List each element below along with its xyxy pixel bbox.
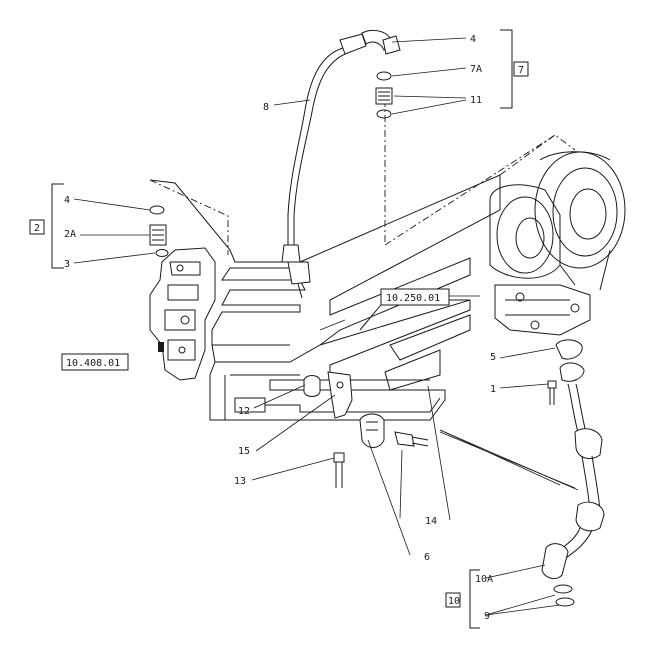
leader-lines xyxy=(73,37,579,616)
ref-box-10408 xyxy=(61,353,129,371)
pump-housing xyxy=(149,247,216,381)
callout-4-left: 4 xyxy=(64,195,70,206)
callout-2a: 2A xyxy=(64,229,76,240)
callout-3: 3 xyxy=(64,259,70,270)
callout-9: 9 xyxy=(484,611,490,622)
group-label-7: 7 xyxy=(518,65,524,76)
callout-15: 15 xyxy=(238,446,250,457)
bolt-1 xyxy=(547,380,557,405)
ref-box-10250 xyxy=(380,288,450,306)
callout-12: 12 xyxy=(238,406,250,417)
callout-5: 5 xyxy=(490,352,496,363)
callout-10a: 10A xyxy=(475,574,493,585)
callout-1: 1 xyxy=(490,384,496,395)
left-fitting-stack xyxy=(149,205,169,257)
reference-10408[interactable]: 10.408.01 xyxy=(66,358,120,369)
group-bracket-10 xyxy=(445,569,480,629)
group-labels: 7 2 10 xyxy=(34,65,524,607)
clamp-bracket xyxy=(303,371,429,488)
callout-14: 14 xyxy=(425,516,437,527)
callout-7a: 7A xyxy=(470,64,482,75)
top-fitting-stack xyxy=(375,71,393,119)
turbocharger xyxy=(489,151,626,336)
engine-block-outline xyxy=(149,100,576,421)
group-bracket-7 xyxy=(500,29,529,109)
callout-4-top: 4 xyxy=(470,34,476,45)
callout-13: 13 xyxy=(234,476,246,487)
callout-8: 8 xyxy=(263,102,269,113)
reference-10250[interactable]: 10.250.01 xyxy=(386,293,440,304)
drain-pipe xyxy=(541,339,605,607)
group-label-10: 10 xyxy=(448,596,460,607)
group-bracket-2 xyxy=(29,183,64,269)
callout-11: 11 xyxy=(470,95,482,106)
callout-6: 6 xyxy=(424,552,430,563)
reference-labels: 10.250.01 10.408.01 xyxy=(66,293,440,369)
feed-pipe xyxy=(281,29,401,299)
callout-labels: 4 7A 11 8 4 2A 3 5 1 12 15 13 14 6 10A 9 xyxy=(64,34,496,622)
group-label-2: 2 xyxy=(34,223,40,234)
